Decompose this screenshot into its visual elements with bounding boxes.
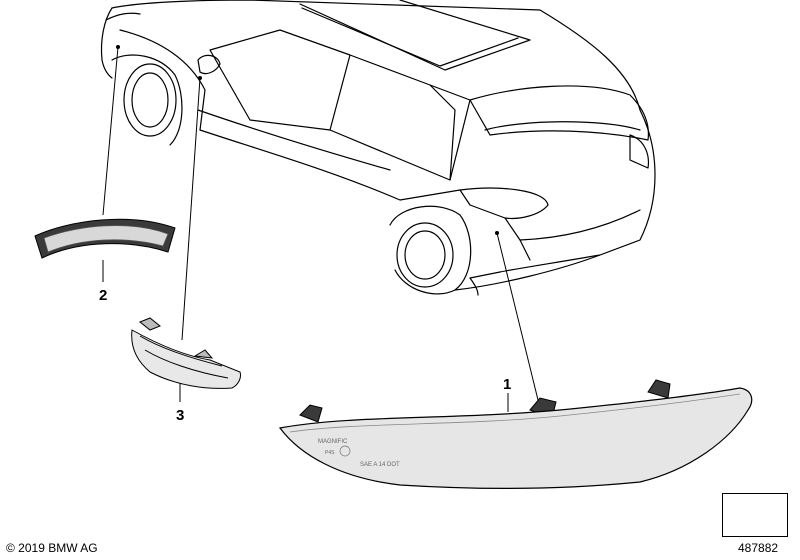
leader-lines (102, 46, 539, 412)
callout-part-3[interactable]: 3 (176, 407, 185, 424)
reflector-marking-2: P4S (325, 450, 335, 456)
diagram-number: 487882 (738, 541, 779, 555)
part-3-mirror-indicator[interactable] (131, 317, 241, 389)
callout-part-1[interactable]: 1 (503, 376, 512, 393)
reflector-marking-3: SAE A 14 DOT (360, 462, 400, 468)
copyright-text: © 2019 BMW AG (6, 541, 98, 555)
callout-part-2[interactable]: 2 (99, 287, 108, 304)
part-2-side-marker[interactable] (34, 218, 176, 259)
part-1-rear-reflector[interactable]: MAGNIFIC P4S SAE A 14 DOT (278, 379, 753, 490)
reflector-marking-1: MAGNIFIC (318, 439, 348, 445)
car-outline-icon (100, 0, 656, 296)
navigation-box[interactable] (722, 493, 788, 537)
